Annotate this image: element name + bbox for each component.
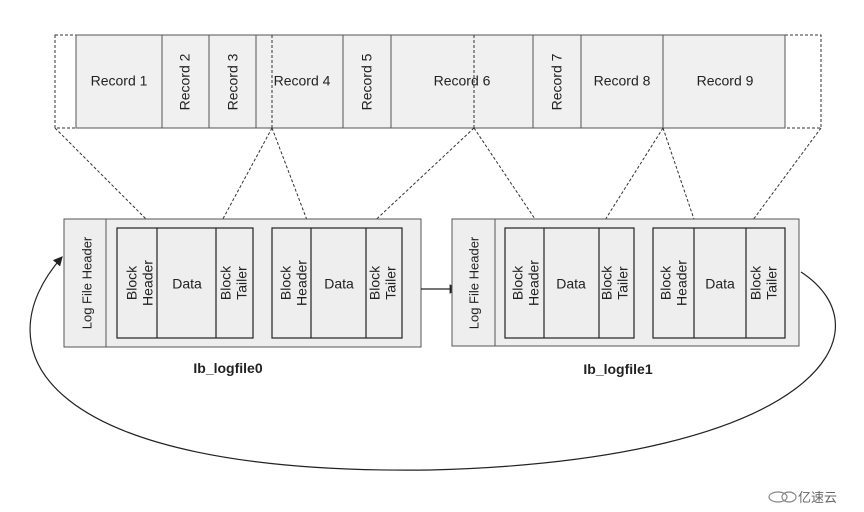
block-tailer-line1: Block: [599, 265, 615, 300]
record-2: Record 2: [161, 34, 210, 129]
block-tailer-line2: Tailer: [383, 266, 399, 300]
watermark-text: 亿速云: [798, 490, 837, 505]
log-block: Block Header Data Block Tailer: [504, 227, 635, 339]
log-block: Block Header Data Block Tailer: [116, 227, 254, 339]
block-tailer-line2: Tailer: [615, 266, 631, 300]
record-label: Record 5: [359, 53, 375, 110]
block-tailer-line1: Block: [748, 265, 764, 300]
record-label: Record 2: [177, 53, 193, 110]
record-7: Record 7: [532, 34, 582, 129]
record-label: Record 8: [594, 73, 651, 89]
record-label: Record 3: [225, 53, 241, 110]
log-file-header-label: Log File Header: [79, 236, 94, 329]
block-tailer-line1: Block: [218, 265, 234, 300]
logfile-0: Log File Header Block Header Data Block …: [63, 218, 422, 376]
block-header-line1: Block: [124, 265, 140, 300]
watermark: 亿速云: [768, 490, 837, 505]
logfile-1: Log File Header Block Header Data Block …: [451, 218, 800, 377]
record-5: Record 5: [342, 34, 392, 129]
cloud-logo-icon: [768, 491, 797, 503]
block-header-line2: Header: [294, 260, 310, 306]
record-4: Record 4: [255, 34, 344, 129]
record-1: Record 1: [75, 34, 163, 129]
block-header-line1: Block: [510, 265, 526, 300]
block-data-label: Data: [172, 276, 202, 292]
log-file-header-label: Log File Header: [466, 236, 481, 329]
logfile-1-name: Ib_logfile1: [583, 361, 652, 377]
log-block: Block Header Data Block Tailer: [652, 227, 786, 339]
record-label: Record 7: [549, 53, 565, 110]
block-header-line2: Header: [674, 260, 690, 306]
block-tailer-line1: Block: [367, 265, 383, 300]
records-strip: Record 1 Record 2 Record 3 Record 4 Reco…: [54, 34, 822, 129]
block-header-line1: Block: [658, 265, 674, 300]
log-block: Block Header Data Block Tailer: [271, 227, 403, 339]
block-tailer-line2: Tailer: [234, 266, 250, 300]
block-header-line1: Block: [278, 265, 294, 300]
block-header-line2: Header: [526, 260, 542, 306]
record-label: Record 4: [274, 73, 331, 89]
block-tailer-line2: Tailer: [764, 266, 780, 300]
record-label: Record 6: [434, 73, 491, 89]
record-label: Record 1: [91, 73, 148, 89]
block-data-label: Data: [556, 276, 586, 292]
record-3: Record 3: [208, 34, 257, 129]
block-header-line2: Header: [140, 260, 156, 306]
block-data-label: Data: [324, 276, 354, 292]
record-8: Record 8: [580, 34, 664, 129]
record-9: Record 9: [662, 34, 786, 129]
projection-lines: [54, 127, 822, 229]
block-data-label: Data: [705, 276, 735, 292]
record-6: Record 6: [390, 34, 534, 129]
logfile-0-name: Ib_logfile0: [193, 360, 262, 376]
wrap-around-arrow: [29, 256, 836, 471]
record-label: Record 9: [697, 73, 754, 89]
